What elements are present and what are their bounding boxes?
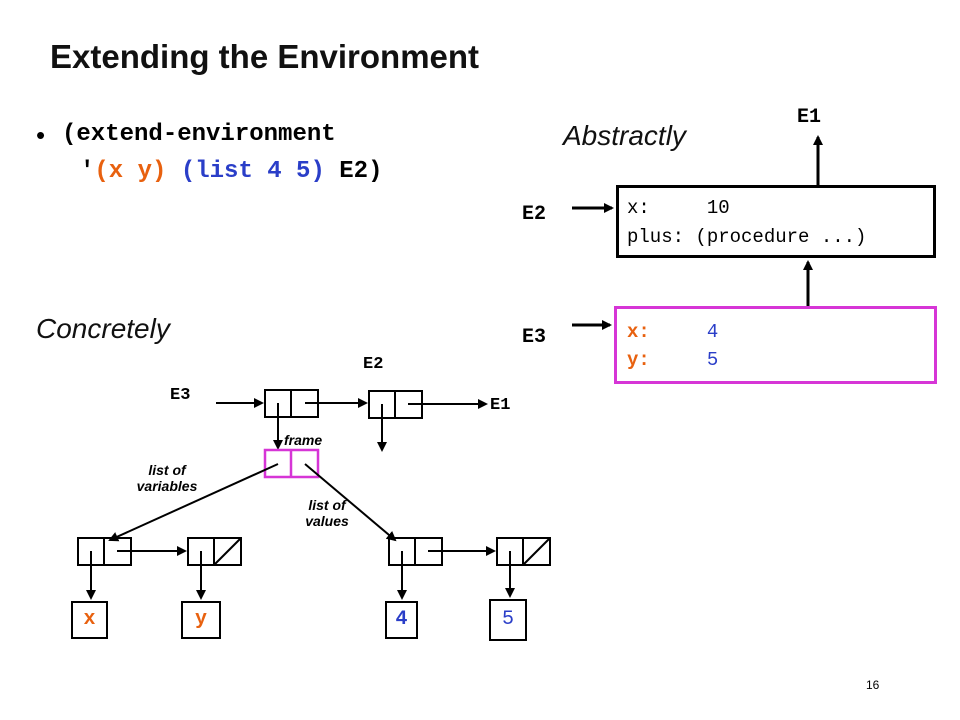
frame-car-arrow (108, 463, 279, 542)
frame-e3-x-value: 4 (706, 321, 719, 343)
frame-e3-y-name: y: (627, 349, 650, 371)
frame-e3-row-y: y: 5 (627, 346, 718, 374)
code-env: E2) (339, 158, 383, 185)
code-quote: ' (80, 158, 95, 185)
concrete-e2-label: E2 (363, 355, 384, 374)
page-number: 16 (866, 678, 880, 692)
frame-e2-row-plus: plus: (procedure ...) (627, 223, 866, 251)
concrete-e1-label: E1 (490, 396, 511, 415)
abstract-e2-label: E2 (522, 203, 547, 226)
code-vars: (x y) (94, 158, 167, 185)
code-line-2: '(x y) (list 4 5) E2) (80, 158, 382, 185)
slide-title: Extending the Environment (50, 38, 480, 75)
abstract-e1-label: E1 (797, 106, 822, 129)
abstractly-heading: Abstractly (563, 120, 686, 151)
frame-e2-row-x: x: 10 (627, 194, 730, 222)
frame-cdr-arrow (304, 463, 397, 542)
val-pair-2 (496, 537, 551, 566)
frame-e3-row-x: x: 4 (627, 318, 718, 346)
frame-e3-y-value: 5 (706, 349, 719, 371)
vars-label: list of variables (136, 462, 198, 494)
concretely-heading: Concretely (36, 313, 170, 344)
code-line-1: (extend-environment (62, 121, 336, 148)
symbol-y-box: y (181, 601, 221, 639)
frame-e2-x-name: x: (627, 197, 650, 219)
number-4-box: 4 (385, 601, 418, 639)
vals-label: list of values (305, 497, 349, 529)
frame-e2-plus-name: plus: (627, 226, 685, 248)
abstract-e3-label: E3 (522, 326, 547, 349)
number-5-box: 5 (489, 599, 527, 641)
var-pair-2 (187, 537, 242, 566)
symbol-x-box: x (71, 601, 108, 639)
frame-e2-box (616, 185, 936, 258)
bullet-dot: • (36, 120, 46, 150)
frame-label: frame (284, 432, 323, 448)
frame-e2-x-value: 10 (706, 197, 730, 219)
frame-e3-box (614, 306, 937, 384)
concrete-e3-label: E3 (170, 386, 191, 405)
frame-e2-plus-value: (procedure ...) (695, 226, 867, 248)
code-vals: (list 4 5) (180, 158, 325, 185)
frame-e3-x-name: x: (627, 321, 650, 343)
frame-pair (263, 448, 320, 479)
